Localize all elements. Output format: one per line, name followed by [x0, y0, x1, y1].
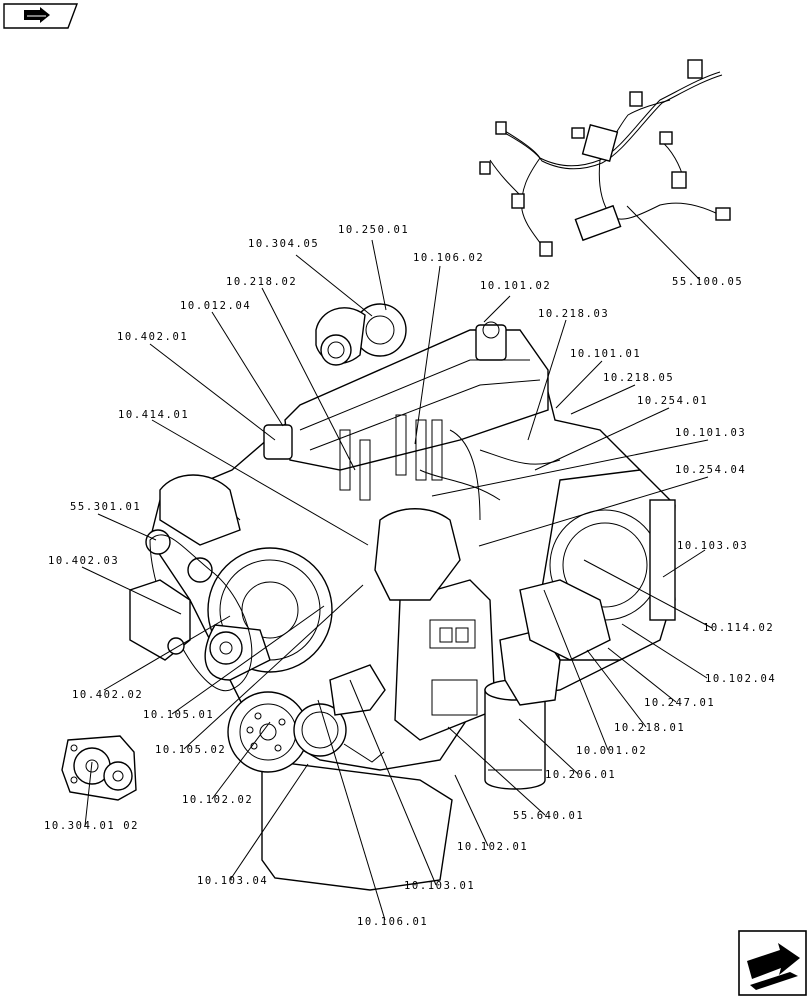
- part-label: 10.105.01: [143, 709, 214, 721]
- part-label: 55.301.01: [70, 501, 141, 513]
- part-label: 10.402.01: [117, 331, 188, 343]
- part-label: 10.101.01: [570, 348, 641, 360]
- part-label: 10.001.02: [576, 745, 647, 757]
- part-label: 55.100.05: [672, 276, 743, 288]
- part-label: 10.254.04: [675, 464, 746, 476]
- part-label: 10.206.01: [545, 769, 616, 781]
- book-arrow-icon[interactable]: [3, 3, 79, 29]
- part-label: 10.102.01: [457, 841, 528, 853]
- part-label: 10.218.03: [538, 308, 609, 320]
- part-label: 10.102.04: [705, 673, 776, 685]
- part-label: 10.402.03: [48, 555, 119, 567]
- part-label: 10.103.04: [197, 875, 268, 887]
- engine-block: [129, 303, 676, 891]
- part-label: 10.106.01: [357, 916, 428, 928]
- part-label: 10.101.03: [675, 427, 746, 439]
- part-label: 10.304.05: [248, 238, 319, 250]
- part-label: 10.414.01: [118, 409, 189, 421]
- part-label: 10.114.02: [703, 622, 774, 634]
- callout-labels: 10.250.01 10.304.05 10.106.02 10.218.02 …: [44, 224, 776, 928]
- part-label: 10.254.01: [637, 395, 708, 407]
- part-label: 10.247.01: [644, 697, 715, 709]
- part-label: 10.218.02: [226, 276, 297, 288]
- part-label: 10.402.02: [72, 689, 143, 701]
- part-label: 10.103.03: [677, 540, 748, 552]
- part-label: 10.101.02: [480, 280, 551, 292]
- part-label: 10.250.01: [338, 224, 409, 236]
- oil-pump-assembly: [61, 735, 137, 801]
- part-label: 10.106.02: [413, 252, 484, 264]
- part-label: 10.105.02: [155, 744, 226, 756]
- leader-lines: [81, 205, 713, 921]
- part-label: 10.012.04: [180, 300, 251, 312]
- part-label: 55.640.01: [513, 810, 584, 822]
- part-label: 10.103.01: [404, 880, 475, 892]
- part-label: 10.102.02: [182, 794, 253, 806]
- part-label: 10.304.01 02: [44, 820, 139, 832]
- part-label: 10.218.01: [614, 722, 685, 734]
- part-label: 10.218.05: [603, 372, 674, 384]
- next-page-arrow-icon[interactable]: [738, 930, 807, 996]
- wiring-harness: [479, 59, 731, 257]
